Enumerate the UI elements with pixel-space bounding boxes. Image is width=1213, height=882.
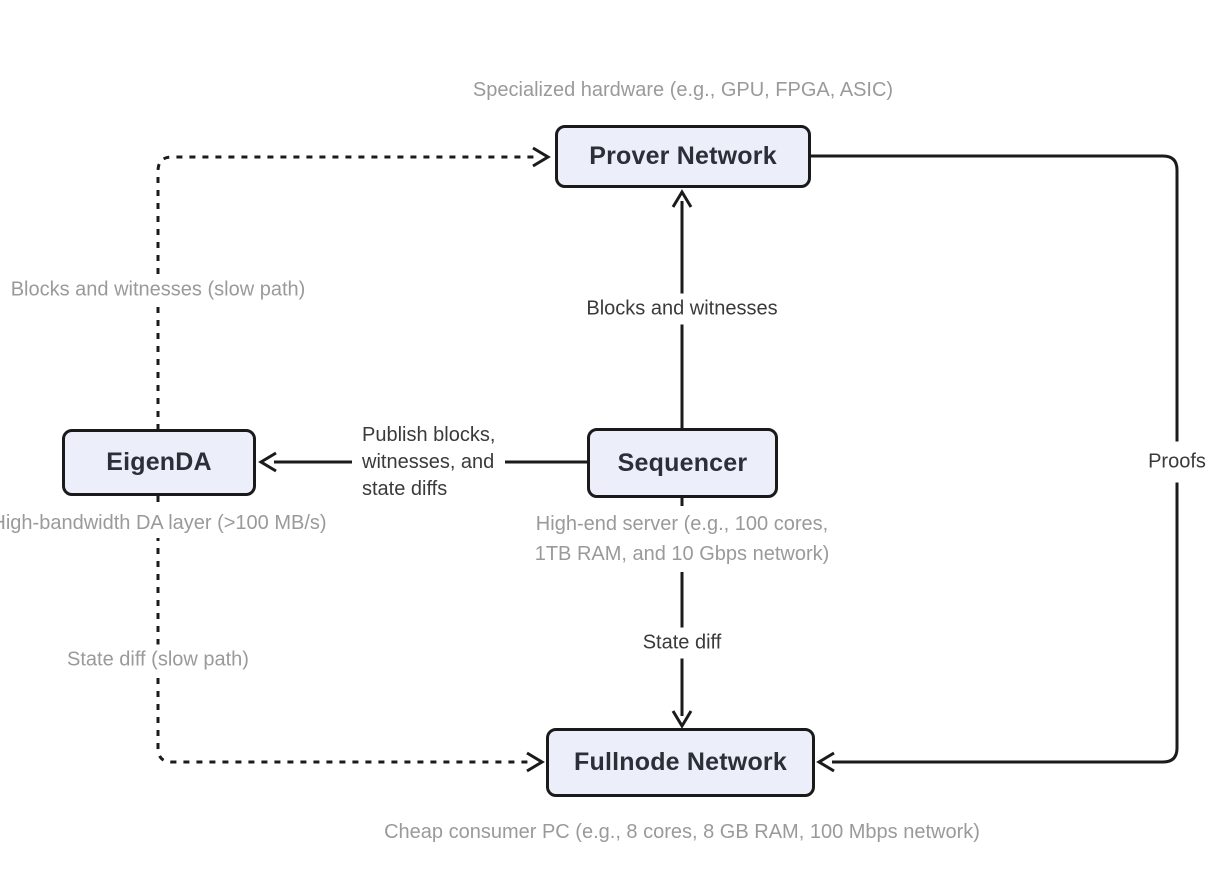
edge-eigenda-to-prover-arrowhead [532, 146, 551, 168]
node-caption-prover: Specialized hardware (e.g., GPU, FPGA, A… [464, 76, 902, 105]
node-sequencer-label: Sequencer [617, 448, 748, 477]
edge-label-blocks-witnesses-slow-path: Blocks and witnesses (slow path) [1, 274, 315, 306]
edge-eigenda-to-fullnode-line [156, 496, 530, 764]
node-caption-fullnode: Cheap consumer PC (e.g., 8 cores, 8 GB R… [376, 818, 988, 847]
edge-sequencer-to-prover-arrowhead [671, 189, 693, 208]
edge-label-publish-blocks-line-3: state diffs [362, 478, 448, 500]
node-eigenda: EigenDA [62, 429, 256, 496]
edge-label-state-diff-slow-path: State diff (slow path) [58, 644, 258, 676]
edge-prover-to-fullnode-arrowhead [816, 751, 835, 773]
edge-sequencer-to-fullnode-arrowhead [671, 710, 693, 729]
node-fullnode-network-label: Fullnode Network [574, 748, 787, 776]
edge-eigenda-to-fullnode-arrowhead [526, 751, 545, 773]
node-sequencer: Sequencer [587, 428, 778, 498]
edge-label-blocks-and-witnesses: Blocks and witnesses [577, 293, 787, 325]
node-fullnode-network: Fullnode Network [546, 728, 815, 797]
edge-label-publish-blocks: Publish blocks, witnesses, and state dif… [352, 419, 506, 506]
edge-label-publish-blocks-line-1: Publish blocks, [362, 424, 496, 446]
edge-label-state-diff: State diff [633, 627, 731, 659]
node-caption-sequencer-line-1: High-end server (e.g., 100 cores, [535, 513, 829, 535]
node-prover-network: Prover Network [555, 125, 811, 188]
node-eigenda-label: EigenDA [106, 448, 212, 476]
edge-label-publish-blocks-line-2: witnesses, and [362, 451, 495, 473]
node-prover-network-label: Prover Network [589, 142, 777, 170]
node-caption-eigenda: High-bandwidth DA layer (>100 MB/s) [0, 509, 335, 538]
edge-prover-to-fullnode-line [810, 154, 1179, 764]
node-caption-sequencer: High-end server (e.g., 100 cores, 1TB RA… [526, 506, 838, 572]
edge-label-proofs: Proofs [1143, 441, 1211, 483]
edge-sequencer-to-eigenda-arrowhead [258, 451, 277, 473]
node-caption-sequencer-line-2: 1TB RAM, and 10 Gbps network) [534, 543, 830, 565]
